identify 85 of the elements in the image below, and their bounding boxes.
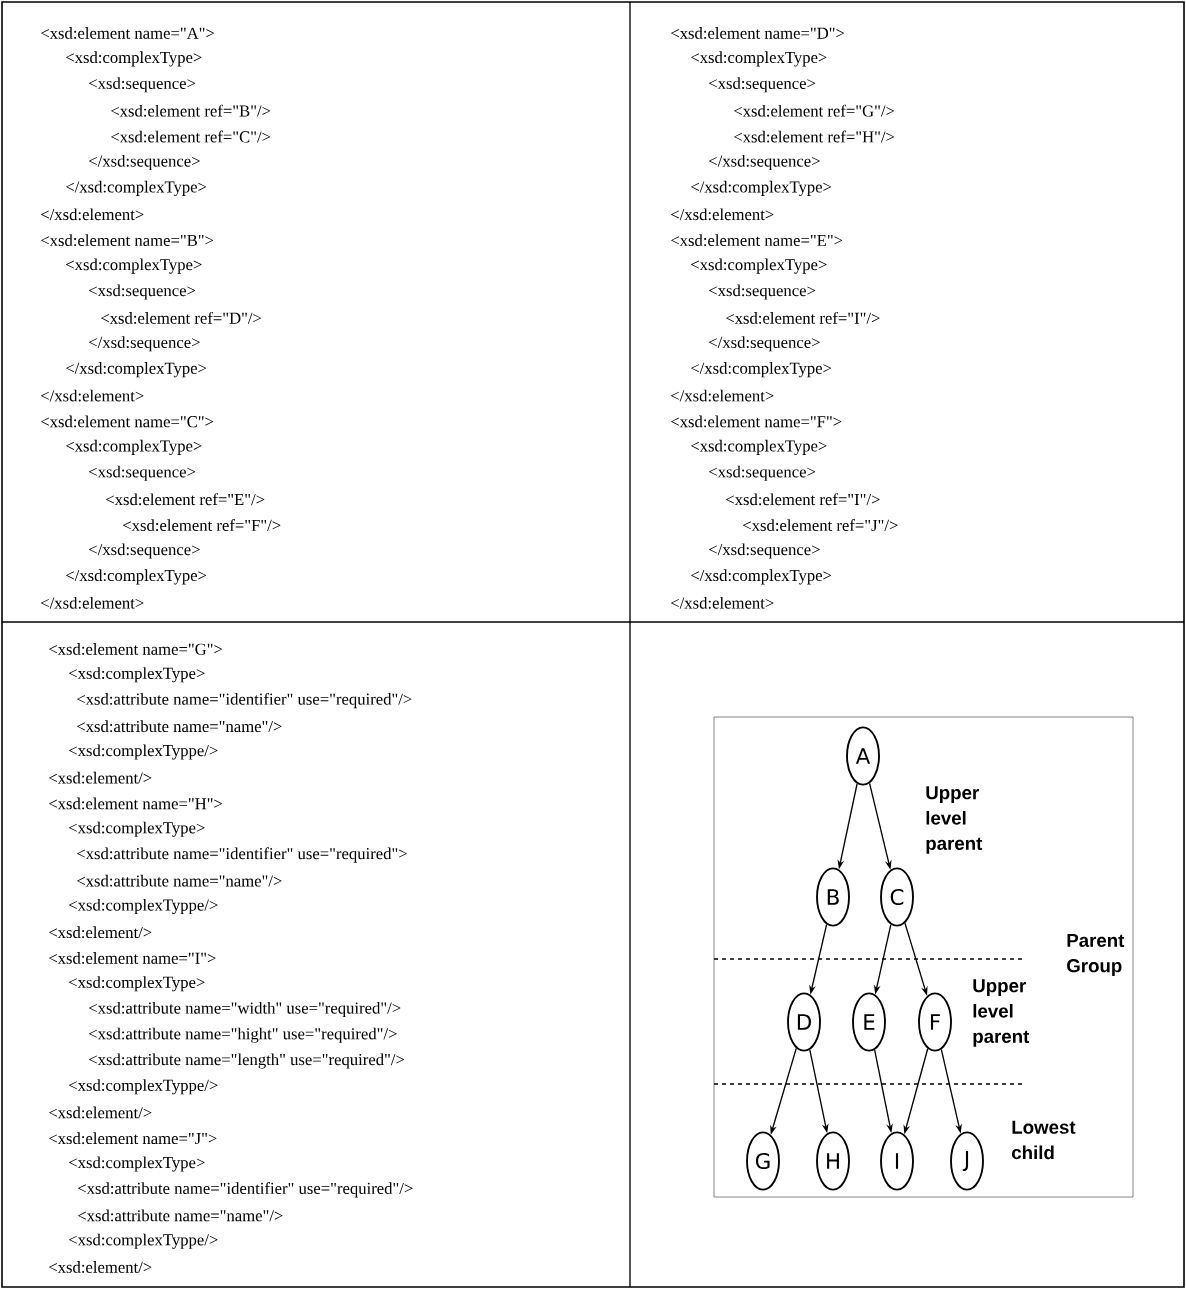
code-line: <xsd:sequence>: [709, 77, 816, 93]
code-line: <xsd:complexType>: [691, 439, 827, 455]
code-line: </xsd:complexType>: [66, 362, 207, 378]
code-line: </xsd:sequence>: [89, 543, 200, 559]
code-line: </xsd:complexType>: [66, 180, 207, 196]
code-line: <xsd:element ref="J"/>: [743, 519, 898, 532]
code-line: <xsd:element/>: [49, 1261, 152, 1273]
code-line: <xsd:complexTyppe/>: [69, 1079, 218, 1095]
code-line: <xsd:element ref="I"/>: [726, 311, 880, 324]
code-line: </xsd:element>: [41, 208, 144, 221]
code-line: <xsd:complexType>: [66, 51, 202, 67]
code-line: <xsd:complexTyppe/>: [69, 1233, 218, 1249]
code-line: <xsd:sequence>: [709, 465, 816, 481]
code-line: <xsd:sequence>: [709, 284, 816, 300]
code-line: <xsd:element name="D">: [671, 27, 845, 39]
tree-node: I: [880, 1131, 914, 1191]
code-line: <xsd:complexType>: [69, 667, 205, 683]
code-line: <xsd:attribute name="width" use="required"/>: [89, 1001, 401, 1018]
code-line: <xsd:attribute name="hight" use="required"/>: [89, 1027, 397, 1043]
code-line: </xsd:element>: [671, 596, 774, 609]
code-line: <xsd:element ref="B"/>: [111, 104, 271, 117]
tree-node: B: [816, 867, 850, 927]
level-label: Lowest child: [1012, 1120, 1076, 1160]
code-line: <xsd:complexTyppe/>: [69, 898, 218, 915]
code-line: <xsd:sequence>: [89, 77, 196, 93]
code-line: <xsd:attribute name="identifier" use="required"/>: [78, 1182, 413, 1198]
code-line: <xsd:element name="E">: [671, 234, 843, 247]
code-line: </xsd:complexType>: [691, 569, 832, 585]
code-line: </xsd:complexType>: [691, 362, 832, 378]
code-line: <xsd:complexType>: [691, 258, 827, 274]
code-line: <xsd:element/>: [49, 1106, 152, 1119]
level-label: Upper level parent: [973, 979, 1030, 1047]
code-line: <xsd:sequence>: [89, 284, 196, 300]
tree-node: C: [880, 867, 914, 927]
code-line: <xsd:element ref="F"/>: [123, 519, 281, 532]
code-line: <xsd:element ref="H"/>: [734, 130, 895, 143]
code-line: </xsd:complexType>: [691, 180, 832, 196]
code-line: <xsd:sequence>: [89, 465, 196, 481]
code-line: <xsd:element ref="C"/>: [111, 130, 271, 143]
tree-node: H: [816, 1131, 850, 1191]
code-line: <xsd:attribute name="length" use="required"/>: [89, 1053, 405, 1069]
code-line: </xsd:sequence>: [709, 543, 820, 559]
code-line: <xsd:element name="H">: [49, 797, 223, 810]
code-line: <xsd:attribute name="identifier" use="required">: [77, 847, 407, 863]
tree-node: J: [950, 1131, 984, 1191]
code-line: <xsd:element ref="I"/>: [726, 493, 880, 506]
code-line: <xsd:element ref="E"/>: [106, 493, 265, 506]
code-line: <xsd:element/>: [49, 771, 152, 784]
code-line: <xsd:element name="B">: [41, 234, 214, 247]
code-line: <xsd:complexTyppe/>: [69, 744, 218, 760]
code-line: <xsd:element name="G">: [49, 643, 223, 655]
code-line: <xsd:attribute name="name"/>: [77, 874, 282, 887]
tree-node: D: [787, 992, 821, 1052]
code-line: <xsd:element/>: [49, 926, 152, 939]
code-line: <xsd:element name="I">: [49, 952, 216, 964]
code-line: </xsd:sequence>: [709, 154, 820, 171]
level-label: Upper level parent: [926, 786, 983, 854]
code-line: <xsd:element ref="G"/>: [734, 104, 895, 117]
code-line: </xsd:sequence>: [709, 336, 820, 352]
code-line: <xsd:complexType>: [69, 976, 205, 992]
code-line: </xsd:complexType>: [66, 569, 207, 585]
tree-node: A: [846, 726, 880, 786]
tree-node: E: [852, 992, 886, 1052]
code-line: <xsd:attribute name="identifier" use="required"/>: [77, 692, 412, 709]
code-line: <xsd:complexType>: [66, 258, 202, 274]
code-line: </xsd:element>: [41, 596, 144, 609]
code-line: <xsd:complexType>: [69, 1156, 205, 1172]
level-label: Parent Group: [1067, 934, 1125, 977]
code-line: </xsd:sequence>: [89, 336, 200, 352]
code-line: <xsd:element name="F">: [671, 415, 842, 428]
code-line: <xsd:attribute name="name"/>: [77, 720, 282, 733]
tree-node: G: [746, 1131, 780, 1191]
code-line: <xsd:attribute name="name"/>: [78, 1209, 283, 1222]
code-line: <xsd:element ref="D"/>: [101, 311, 262, 324]
code-line: </xsd:element>: [671, 208, 774, 221]
code-line: </xsd:element>: [671, 389, 774, 402]
code-line: </xsd:sequence>: [89, 154, 200, 171]
tree-node: F: [918, 992, 952, 1052]
code-line: </xsd:element>: [41, 389, 144, 402]
code-line: <xsd:complexType>: [66, 439, 202, 455]
code-line: <xsd:element name="C">: [41, 415, 214, 428]
code-line: <xsd:element name="A">: [41, 27, 215, 39]
code-line: <xsd:complexType>: [69, 821, 205, 837]
code-line: <xsd:element name="J">: [49, 1132, 217, 1145]
code-line: <xsd:complexType>: [691, 51, 827, 67]
